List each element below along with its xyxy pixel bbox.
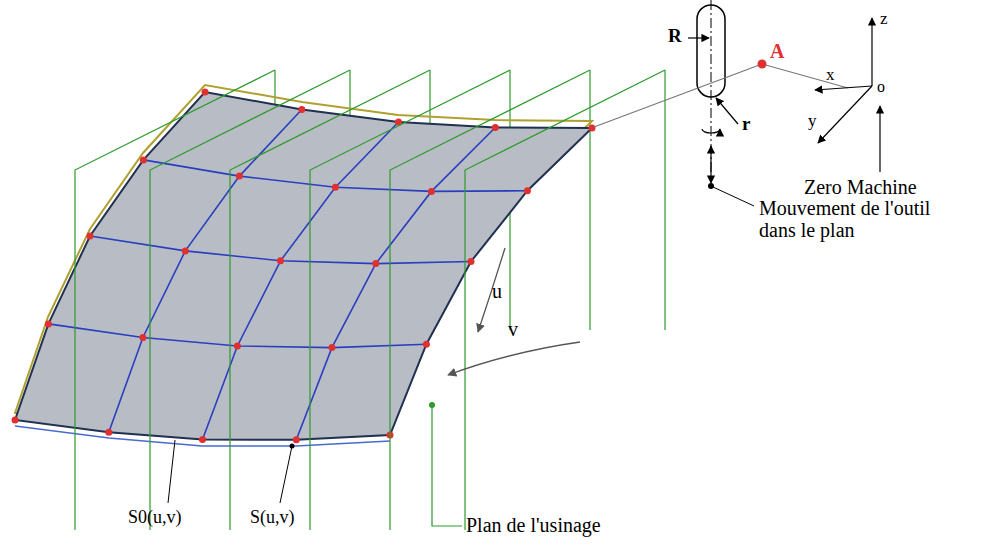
leader-line — [713, 187, 754, 206]
machining-planes — [75, 70, 665, 530]
leader-dot — [429, 402, 435, 408]
mesh-points — [12, 89, 596, 444]
axis-label: x — [826, 66, 835, 85]
rotation-symbol — [702, 129, 720, 133]
surface-label: S0(u,v) — [128, 508, 182, 528]
surface-label: S(u,v) — [250, 508, 295, 528]
point-label: A — [770, 40, 784, 62]
dimension-label: r — [742, 114, 750, 135]
feed-arrow — [710, 146, 711, 183]
radius-arrow — [716, 98, 738, 124]
reference-line — [594, 64, 762, 127]
reference-line — [762, 64, 848, 88]
radius-arrow — [688, 37, 709, 38]
surface-mesh — [48, 110, 527, 440]
leader-line — [432, 405, 462, 526]
callout-label: Mouvement de l'outil dans le plan — [759, 197, 937, 241]
plane-label: Plan de l'usinage — [466, 514, 601, 536]
parameter-label: u — [492, 280, 502, 302]
u-arrow — [478, 248, 505, 332]
leader-dot — [290, 444, 295, 449]
machined-surface — [15, 92, 592, 440]
v-arrow — [448, 342, 580, 375]
dimension-label: R — [668, 26, 682, 47]
origin-label: o — [877, 78, 885, 96]
leader-dot — [708, 183, 714, 189]
machine-axes — [815, 18, 880, 172]
leader-line — [280, 446, 292, 503]
callout-label: Zero Machine — [804, 176, 917, 198]
parameter-label: v — [508, 318, 518, 340]
point-a — [758, 60, 767, 69]
surface-edge — [15, 426, 390, 446]
axis-label: z — [880, 10, 888, 29]
axis-label: y — [808, 112, 817, 131]
leader-line — [168, 440, 175, 503]
